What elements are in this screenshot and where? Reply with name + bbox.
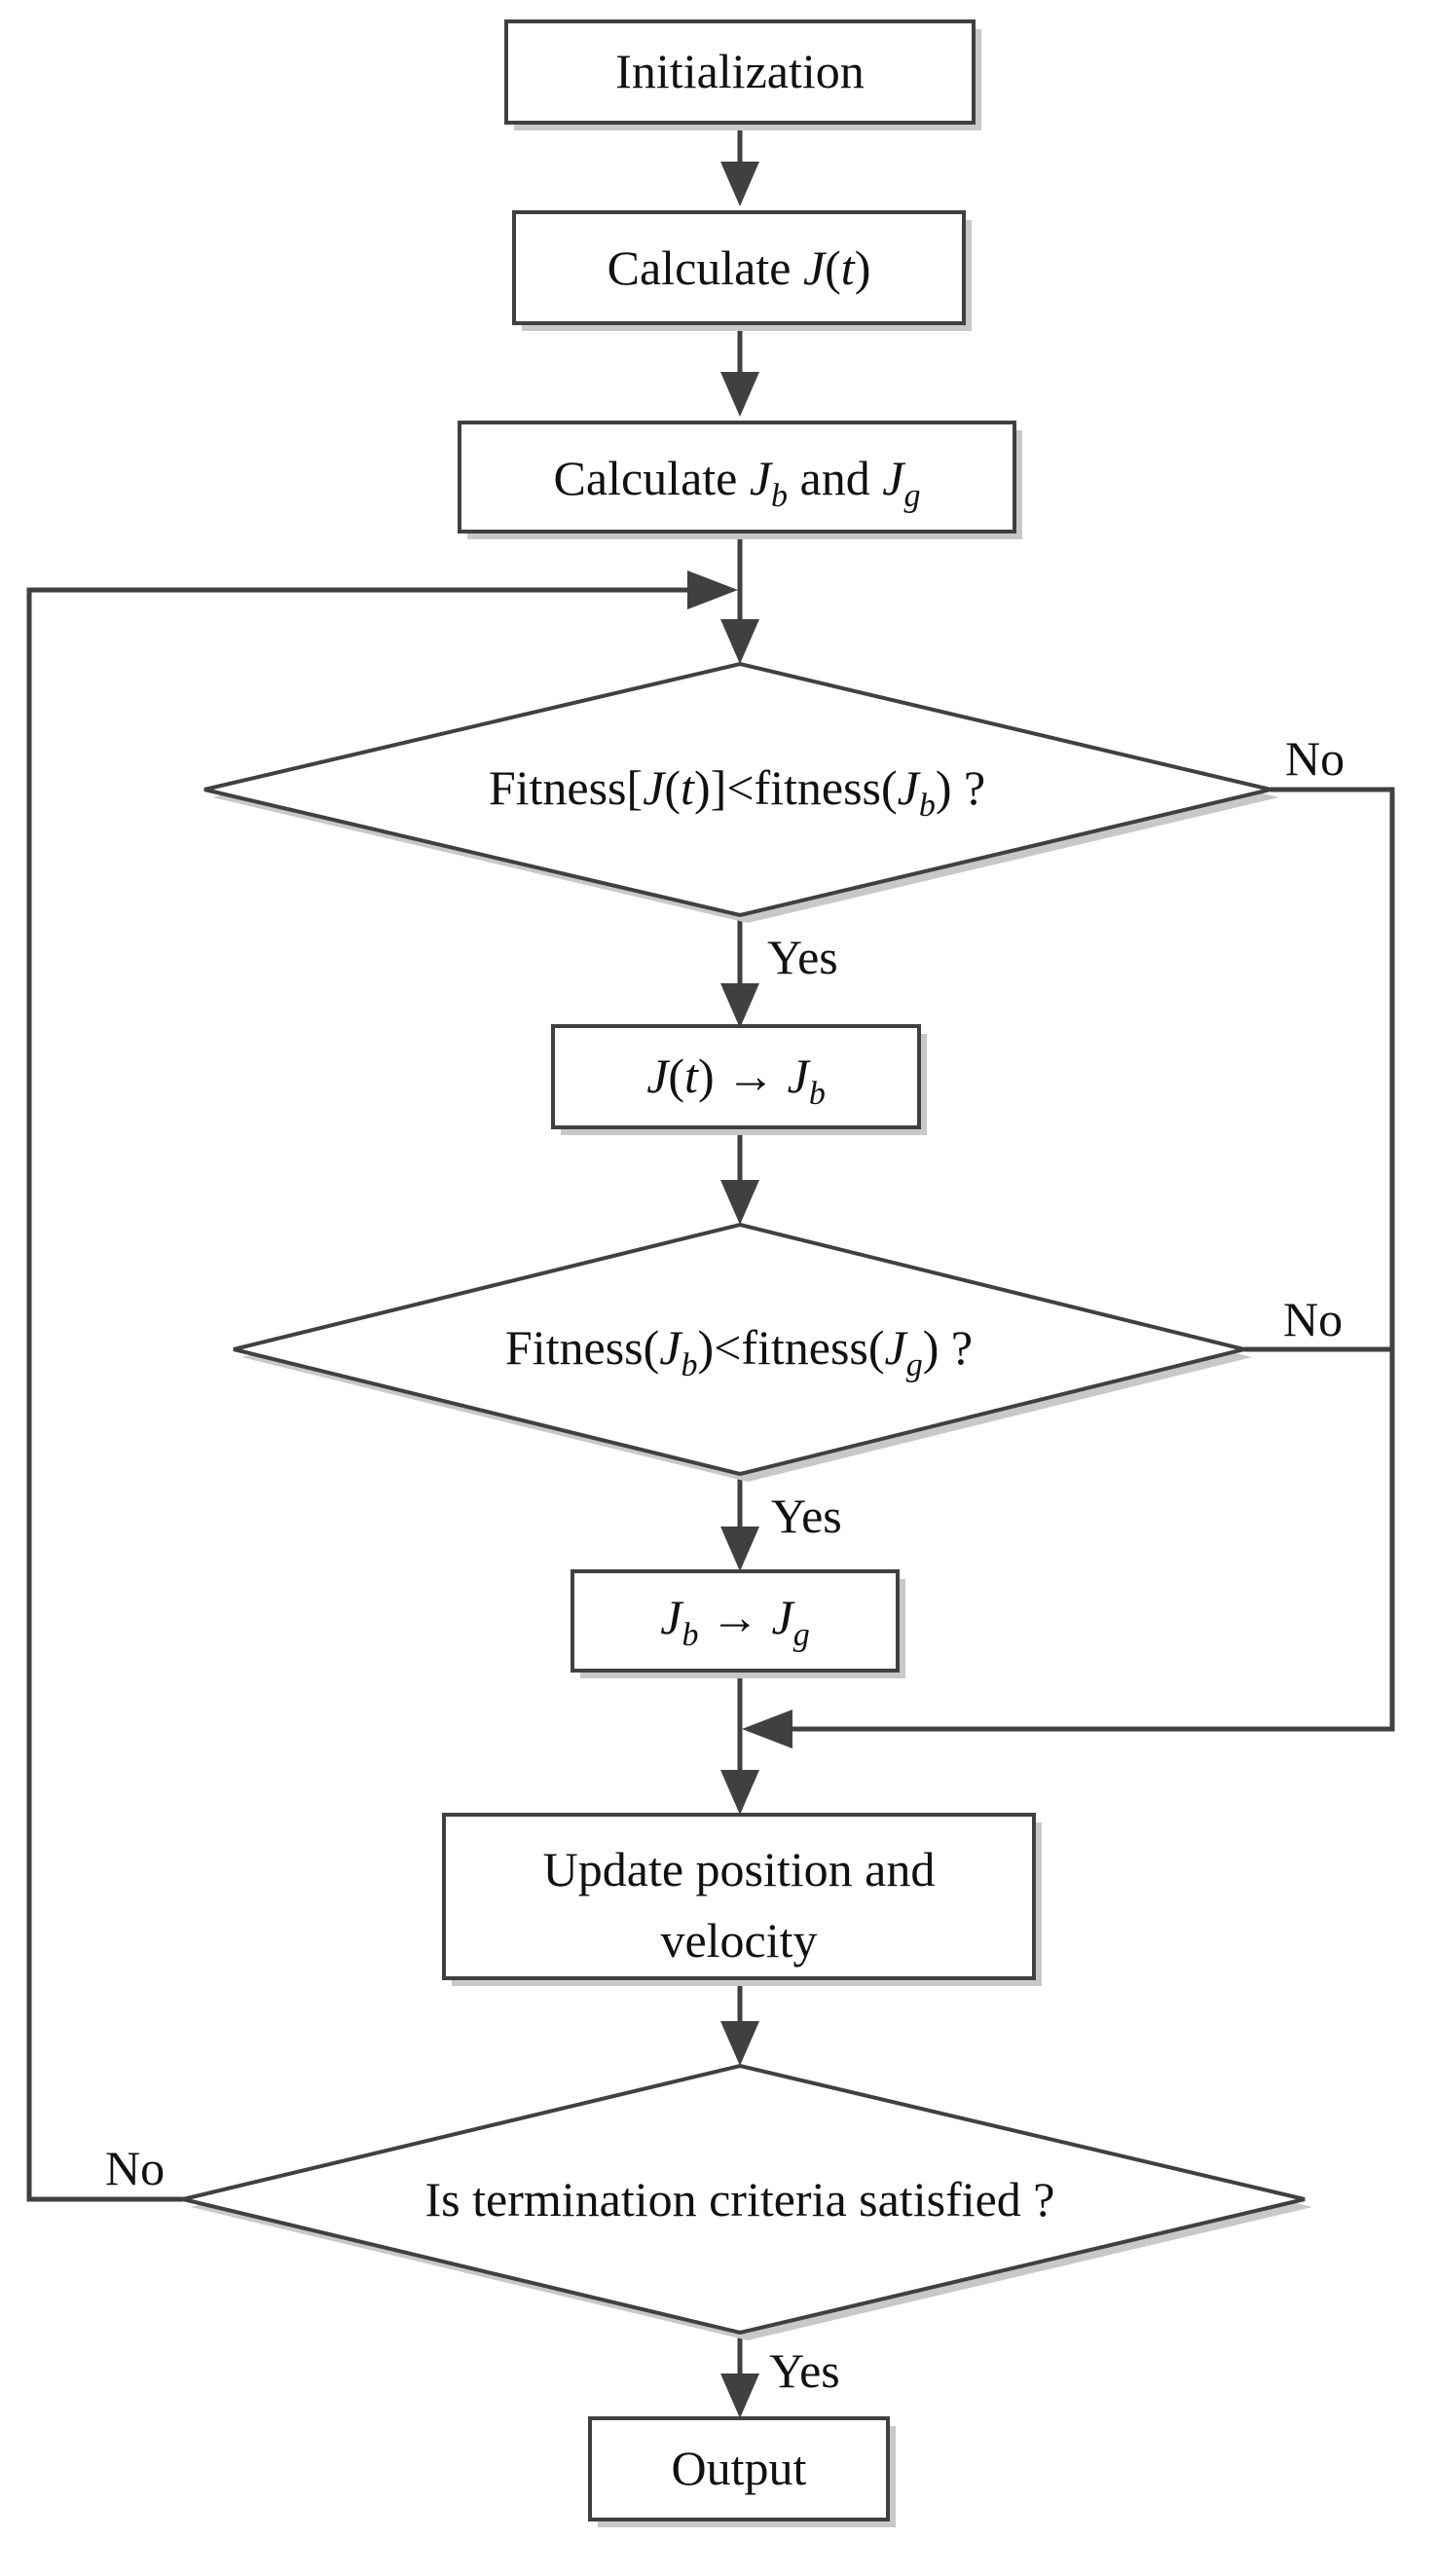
arrowhead-down-icon: [720, 619, 759, 664]
update-label-line1: Update position and: [543, 1842, 936, 1896]
arrowhead-down-icon: [720, 1770, 759, 1815]
arrowhead-down-icon: [720, 983, 759, 1028]
decision-termination-criteria: Is termination criteria satisfied ?: [182, 2063, 1312, 2340]
label-decision3-yes: Yes: [769, 2343, 840, 2398]
edge-labels: No Yes No Yes No Yes: [105, 731, 1345, 2398]
label-decision2-no: No: [1283, 1292, 1343, 1346]
calculate-jt-label: Calculate J(t): [608, 240, 871, 295]
assign-jb-label: J(t) → Jb: [646, 1049, 826, 1112]
edge-decision3-no: [26, 587, 689, 2202]
arrowhead-down-icon: [720, 2374, 759, 2418]
node-output: Output: [588, 2416, 896, 2527]
update-label-line2: velocity: [660, 1913, 817, 1968]
arrowhead-down-icon: [720, 1180, 759, 1225]
output-label: Output: [672, 2441, 807, 2495]
decision1-label: Fitness[J(t)]<fitness(Jb) ?: [489, 760, 985, 824]
arrowhead-right-icon: [687, 570, 738, 609]
node-calculate-jt: Calculate J(t): [512, 210, 972, 331]
decision-fitness-jb-vs-jg: Fitness(Jb)<fitness(Jg) ?: [233, 1222, 1252, 1482]
label-decision1-yes: Yes: [767, 930, 838, 984]
node-update-position-velocity: Update position and velocity: [442, 1813, 1042, 1986]
initialization-label: Initialization: [615, 44, 864, 98]
node-calculate-jb-jg: Calculate Jb and Jg: [458, 421, 1022, 539]
node-assign-jb: J(t) → Jb: [551, 1024, 927, 1135]
arrowhead-down-icon: [720, 2021, 759, 2066]
label-decision1-no: No: [1285, 731, 1345, 786]
node-initialization: Initialization: [504, 19, 981, 130]
arrowhead-down-icon: [720, 162, 759, 206]
node-assign-jg: Jb → Jg: [571, 1569, 905, 1678]
label-decision3-no: No: [105, 2141, 165, 2195]
arrowhead-down-icon: [720, 372, 759, 417]
decision-fitness-jt-vs-jb: Fitness[J(t)]<fitness(Jb) ?: [203, 661, 1279, 923]
label-decision2-yes: Yes: [771, 1489, 842, 1543]
decision3-label: Is termination criteria satisfied ?: [425, 2172, 1055, 2226]
calculate-jb-jg-label: Calculate Jb and Jg: [554, 451, 921, 514]
decision2-label: Fitness(Jb)<fitness(Jg) ?: [505, 1320, 973, 1383]
edge-decision1-no: [787, 787, 1395, 1732]
arrowhead-left-icon: [742, 1710, 792, 1748]
arrowhead-down-icon: [720, 1527, 759, 1571]
assign-jg-label: Jb → Jg: [660, 1590, 809, 1653]
connectors: [26, 119, 1395, 2418]
